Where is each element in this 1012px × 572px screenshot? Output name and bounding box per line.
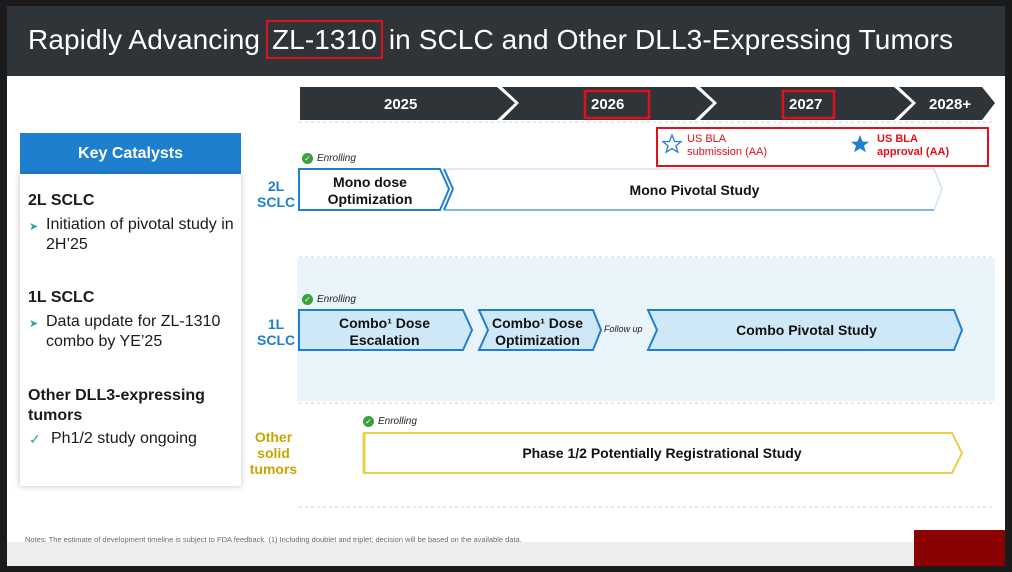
year-chevron-2025	[300, 87, 515, 120]
legend-submission: US BLA submission (AA)	[687, 133, 768, 158]
year-chevron-2026	[502, 87, 713, 120]
footer-strip	[7, 542, 914, 566]
enrolling-label: Enrolling	[378, 416, 417, 427]
shape-mono-dose	[298, 168, 451, 211]
highlight-2026	[583, 89, 651, 120]
check-circle-icon: ✓	[302, 153, 313, 164]
checkmark-bullet-icon: ✓	[29, 431, 41, 447]
legend-approval: US BLA approval (AA)	[877, 133, 950, 158]
year-2028: 2028+	[929, 96, 972, 113]
shape-mono-pivotal-edge-2	[443, 188, 454, 211]
shape-mono-pivotal-edge	[443, 168, 454, 190]
row-label-1l: 1L SCLC	[257, 316, 296, 348]
year-2027: 2027	[789, 96, 823, 113]
year-chevron-2028	[899, 87, 995, 120]
title-bar: Rapidly Advancing ZL-1310 in SCLC and Ot…	[7, 6, 1005, 76]
key-catalysts-header: Key Catalysts	[20, 133, 241, 174]
catalyst-item-other: Ph1/2 study ongoing	[51, 430, 197, 447]
stage-combo-optimization: Combo¹ Dose Optimization	[492, 315, 583, 348]
key-catalysts-panel: 2L SCLC ➤ Initiation of pivotal study in…	[20, 174, 241, 486]
enrolling-tag-other: ✓ Enrolling	[363, 416, 417, 427]
follow-up-label: Follow up	[604, 324, 643, 334]
stage-combo-escalation: Combo¹ Dose Escalation	[339, 315, 430, 348]
year-2025: 2025	[384, 96, 418, 113]
year-2026: 2026	[591, 96, 625, 113]
stage-phase12: Phase 1/2 Potentially Registrational Stu…	[522, 445, 802, 461]
legend-box	[656, 127, 989, 167]
enrolling-tag-2l: ✓ Enrolling	[302, 153, 356, 164]
row-label-other: Other solid tumors	[249, 429, 298, 477]
shape-combo-optimization	[477, 309, 603, 351]
check-circle-icon: ✓	[302, 294, 313, 305]
catalyst-heading-1l: 1L SCLC	[28, 289, 95, 306]
shape-combo-pivotal	[646, 309, 964, 351]
stage-combo-pivotal: Combo Pivotal Study	[736, 322, 877, 338]
catalyst-item-1l: Data update for ZL-1310 combo by YE’25	[46, 313, 221, 350]
row-label-2l: 2L SCLC	[257, 178, 296, 210]
catalyst-heading-2l: 2L SCLC	[28, 192, 95, 209]
stage-mono-pivotal: Mono Pivotal Study	[629, 182, 760, 198]
enrolling-tag-1l: ✓ Enrolling	[302, 294, 356, 305]
check-circle-icon: ✓	[363, 416, 374, 427]
enrolling-label: Enrolling	[317, 153, 356, 164]
year-chevron-2027	[700, 87, 912, 120]
stage-mono-dose: Mono dose Optimization	[327, 174, 413, 207]
arrow-bullet-icon: ➤	[29, 221, 39, 233]
catalyst-heading-other: Other DLL3-expressing tumors	[28, 387, 205, 424]
highlight-2027	[781, 89, 836, 120]
slide-title: Rapidly Advancing ZL-1310 in SCLC and Ot…	[28, 20, 954, 59]
title-suffix: in SCLC and Other DLL3-Expressing Tumors	[380, 24, 954, 55]
footnote: Notes: The estimate of development timel…	[25, 535, 522, 544]
slide: Rapidly Advancing ZL-1310 in SCLC and Ot…	[7, 6, 1005, 566]
filled-star-icon	[851, 135, 869, 153]
enrolling-label: Enrolling	[317, 294, 356, 305]
title-prefix: Rapidly Advancing	[28, 24, 268, 55]
catalyst-item-2l: Initiation of pivotal study in 2H’25	[46, 216, 234, 253]
arrow-bullet-icon: ➤	[29, 318, 39, 330]
footer-brand-block	[914, 530, 1005, 566]
outline-star-icon	[661, 133, 683, 154]
title-highlight: ZL-1310	[265, 20, 383, 59]
timeline-graphics	[7, 87, 1005, 566]
shape-combo-escalation	[298, 309, 474, 351]
